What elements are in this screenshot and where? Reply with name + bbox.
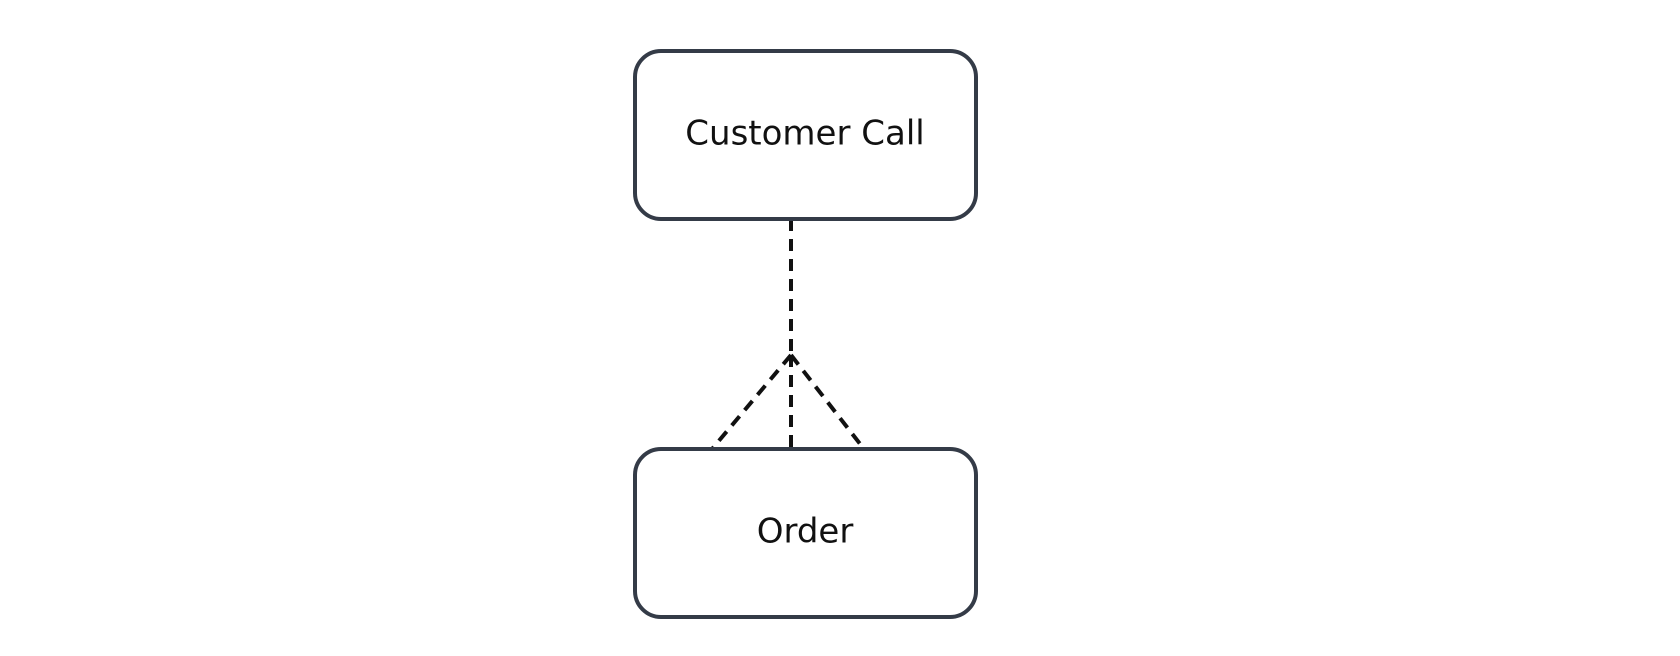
entity-order[interactable]: Order [633,447,978,619]
entity-box [633,49,978,221]
crows-foot-right-prong [789,353,866,451]
relationship-connector [710,219,866,451]
entity-customer-call[interactable]: Customer Call [633,49,978,221]
entity-label: Order [757,512,854,552]
entity-box [633,447,978,619]
crows-foot-left-prong [710,353,793,451]
entity-label: Customer Call [685,114,924,154]
